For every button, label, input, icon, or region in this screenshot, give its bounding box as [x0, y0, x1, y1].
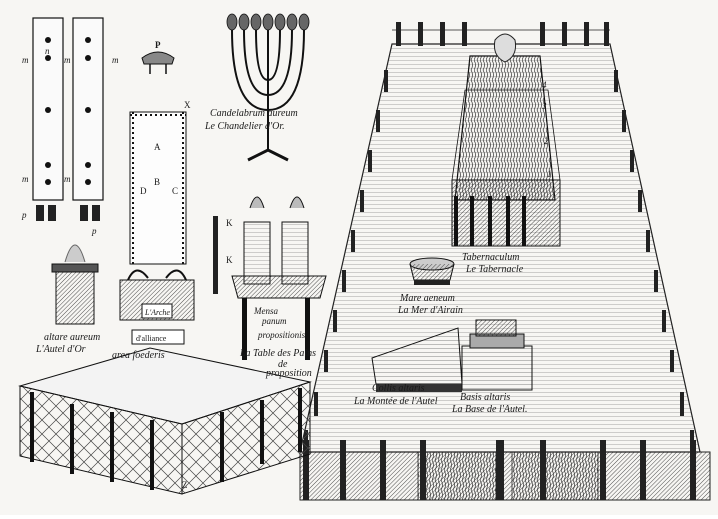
letter-p-top: P	[155, 40, 161, 50]
ark-label-arche: L'Arche	[145, 308, 170, 317]
golden-altar-french-caption: L'Autel d'Or	[36, 344, 86, 355]
letter-d: D	[140, 186, 147, 196]
tabernacle-tent	[451, 33, 561, 247]
golden-altar-latin-caption: altare aureum	[44, 332, 101, 343]
clasp	[141, 51, 175, 74]
ark-label-alliance: d'alliance	[136, 334, 167, 343]
number-3: 3	[542, 101, 547, 111]
shewbread-french-caption-3: proposition	[266, 368, 312, 379]
letter-m-1: m	[22, 55, 29, 65]
letter-m-3: m	[112, 55, 119, 65]
letter-z: Z	[182, 480, 188, 490]
letter-b: B	[154, 177, 161, 187]
laver-basin	[409, 257, 455, 285]
altar-base-french-caption: La Base de l'Autel.	[452, 404, 528, 415]
letter-x: X	[184, 100, 191, 110]
letter-p-1: p	[22, 210, 27, 220]
letter-k-2: K	[226, 255, 233, 265]
letter-n: n	[45, 46, 50, 56]
letter-m-4: m	[22, 174, 29, 184]
tabernacle-french-caption: Le Tabernacle	[466, 264, 524, 275]
laver-french-caption: La Mer d'Airain	[398, 305, 463, 316]
ark-latin-caption: area foederis	[112, 350, 165, 361]
letter-m-2: m	[64, 55, 71, 65]
letter-a: A	[154, 142, 161, 152]
shewbread-french-caption-2: de	[278, 359, 288, 370]
letter-c: C	[172, 186, 179, 196]
shewbread-french-caption-1: La Table des Pains	[240, 348, 317, 359]
tabernacle-plan	[129, 111, 187, 265]
letter-p-2: p	[92, 226, 97, 236]
shewbread-latin-caption-1: Mensa	[254, 306, 278, 316]
number-1: 1	[547, 169, 552, 179]
letter-m-5: m	[64, 174, 71, 184]
number-4: 4	[542, 80, 547, 90]
candelabrum-french-caption: Le Chandelier d'Or.	[205, 121, 285, 132]
ramp-french-caption: La Montée de l'Autel	[354, 396, 438, 407]
staves	[213, 216, 218, 294]
shewbread-latin-caption-2: panum	[262, 316, 287, 326]
altar-ramp	[371, 327, 463, 392]
golden-altar	[51, 244, 99, 325]
candelabrum-latin-caption: Candelabrum aureum	[210, 108, 298, 119]
number-2: 2	[544, 136, 549, 146]
tabernacle-boards	[32, 17, 104, 221]
ark-of-covenant	[119, 269, 195, 345]
altar-base	[461, 319, 533, 391]
shewbread-table	[231, 196, 327, 360]
courtyard-framework	[18, 347, 312, 495]
laver-latin-caption: Mare aeneum	[400, 293, 455, 304]
tabernacle-latin-caption: Tabernaculum	[462, 252, 520, 263]
candelabrum	[226, 13, 310, 162]
shewbread-latin-caption-3: propositionis	[258, 330, 306, 340]
letter-k-1: K	[226, 218, 233, 228]
ramp-latin-caption: Collis altaris	[372, 383, 425, 394]
altar-base-latin-caption: Basis altaris	[460, 392, 511, 403]
